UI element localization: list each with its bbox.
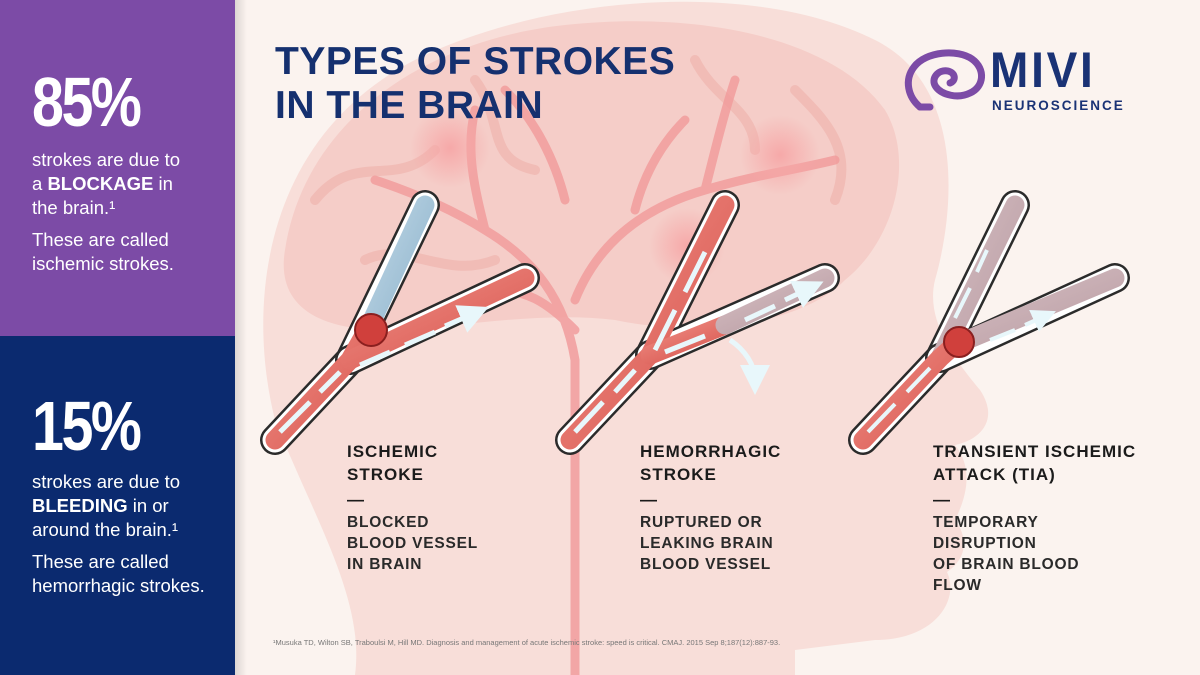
tia-caption: TRANSIENT ISCHEMIC ATTACK (TIA) — TEMPOR…	[933, 442, 1137, 594]
ischemic-percentage: 85%	[32, 63, 142, 141]
tia-vessel-illustration	[848, 190, 1130, 455]
footnote: ¹Musuka TD, Wilton SB, Traboulsi M, Hill…	[273, 638, 781, 647]
logo-name: MIVI	[990, 42, 1096, 98]
left-panel: 85% strokes are due to a BLOCKAGE in the…	[0, 0, 235, 675]
mivi-logo: MIVI NEUROSCIENCE	[900, 42, 1165, 120]
hemorrhagic-vessel-illustration	[555, 190, 840, 455]
main-area: TYPES OF STROKES IN THE BRAIN MIVI NEURO…	[235, 0, 1200, 675]
background-illustration	[260, 1, 1130, 675]
hemorrhagic-caption: HEMORRHAGIC STROKE — RUPTURED OR LEAKING…	[640, 442, 782, 573]
blood-clot-icon	[943, 326, 975, 358]
page-title: TYPES OF STROKES IN THE BRAIN	[275, 40, 676, 127]
brain-logo-icon	[904, 49, 985, 111]
panel-shadow	[235, 0, 247, 675]
ischemic-vessel-illustration	[260, 190, 540, 455]
ischemic-caption: ISCHEMIC STROKE — BLOCKED BLOOD VESSEL I…	[347, 442, 479, 573]
hemorrhagic-note: These are called hemorrhagic strokes.	[32, 551, 205, 596]
head-silhouette	[263, 1, 989, 675]
ischemic-stat-text: strokes are due to a BLOCKAGE in the bra…	[32, 148, 222, 276]
hemorrhagic-stat-panel: 15% strokes are due to BLEEDING in or ar…	[0, 336, 235, 675]
ischemic-note: These are called ischemic strokes.	[32, 229, 174, 274]
hemorrhagic-stat-text: strokes are due to BLEEDING in or around…	[32, 470, 222, 598]
ischemic-stat-panel: 85% strokes are due to a BLOCKAGE in the…	[0, 0, 235, 336]
blood-clot-icon	[354, 313, 388, 347]
hemorrhagic-percentage: 15%	[32, 387, 142, 465]
logo-subtitle: NEUROSCIENCE	[992, 98, 1125, 113]
